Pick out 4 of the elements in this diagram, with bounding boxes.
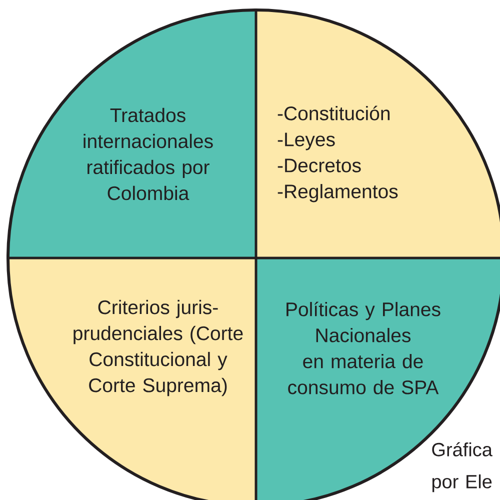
quadrant: Tratados internacionales ratificados por Colombia	[8, 10, 256, 258]
quadrant: -Constitución -Leyes -Decretos -Reglamentos	[256, 10, 500, 258]
quadrant: Criterios juris- prudenciales (Corte Constitucional y Corte Suprema)	[8, 258, 256, 500]
caption-text: Gráfica por Ele	[432, 442, 492, 492]
